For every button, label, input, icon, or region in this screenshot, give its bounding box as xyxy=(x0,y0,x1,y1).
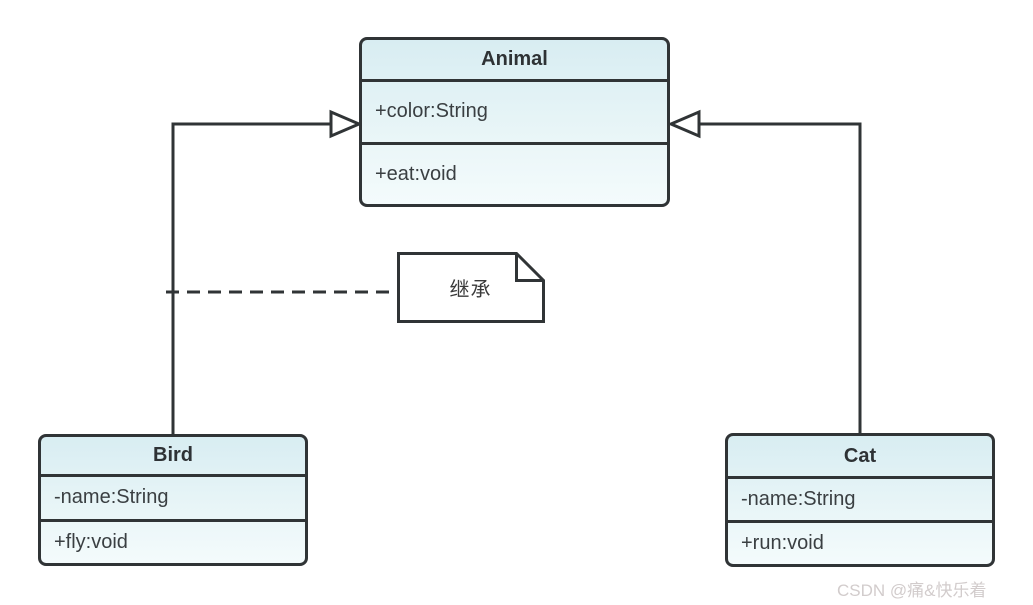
bird-animal-connector-line xyxy=(171,122,332,434)
class-title-bird: Bird xyxy=(41,437,305,477)
class-title-animal: Animal xyxy=(362,40,667,82)
watermark: CSDN @痛&快乐着 xyxy=(837,581,987,600)
class-box-cat: Cat -name:String +run:void xyxy=(725,433,995,567)
cat-animal-connector-line xyxy=(698,122,862,433)
generalization-arrowhead-left-icon xyxy=(329,109,363,139)
class-method-bird: +fly:void xyxy=(41,518,305,564)
class-attribute-bird: -name:String xyxy=(54,486,169,509)
class-title-cat: Cat xyxy=(728,436,992,479)
class-box-bird: Bird -name:String +fly:void xyxy=(38,434,308,566)
class-method-cat: +run:void xyxy=(728,520,992,564)
class-attribute-cat: -name:String xyxy=(741,488,856,510)
class-method-animal: +eat:void xyxy=(362,141,667,205)
class-attribute-animal: +color:String xyxy=(375,100,488,123)
generalization-arrowhead-right-icon xyxy=(667,109,701,139)
note-fold-corner-icon xyxy=(515,253,544,282)
note-shape xyxy=(397,252,545,323)
note-text: 继承 xyxy=(449,279,492,301)
class-box-animal: Animal +color:String +eat:void xyxy=(359,37,670,207)
